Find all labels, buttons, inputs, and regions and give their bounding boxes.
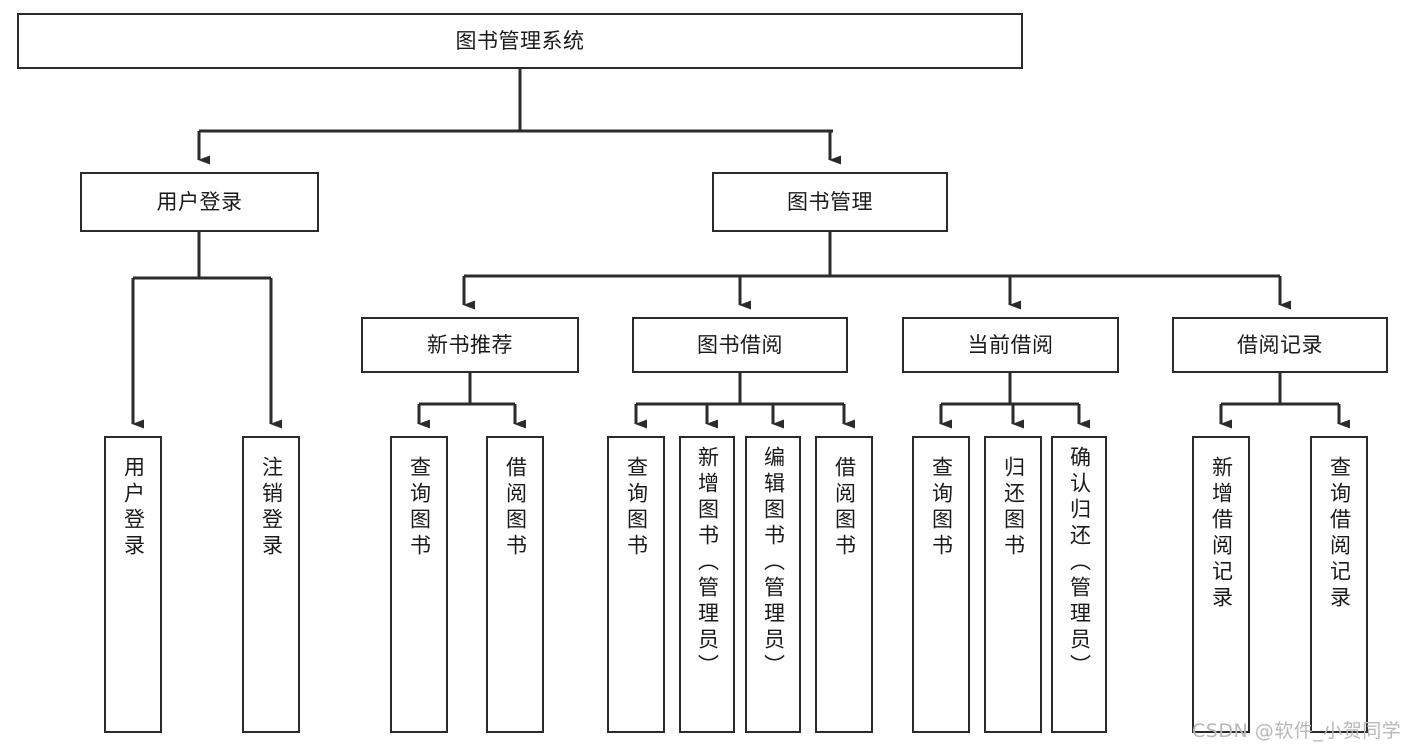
node-leaf-add-record[interactable]: 新增借阅记录 <box>1192 436 1250 733</box>
node-book-borrow[interactable]: 图书借阅 <box>632 317 848 373</box>
node-leaf-edit-book-label: 编辑图书（管理员） <box>761 446 786 680</box>
node-leaf-query-record[interactable]: 查询借阅记录 <box>1310 436 1368 733</box>
node-borrow-record[interactable]: 借阅记录 <box>1172 317 1388 373</box>
node-root[interactable]: 图书管理系统 <box>17 13 1023 69</box>
node-leaf-add-book-label: 新增图书（管理员） <box>695 446 720 680</box>
node-root-label: 图书管理系统 <box>455 28 585 53</box>
node-leaf-confirm-return-label: 确认归还（管理员） <box>1067 446 1092 680</box>
node-leaf-confirm-return[interactable]: 确认归还（管理员） <box>1051 436 1107 733</box>
node-new-book-rec-label: 新书推荐 <box>427 332 513 357</box>
node-current-borrow-label: 当前借阅 <box>967 332 1054 357</box>
node-leaf-add-book[interactable]: 新增图书（管理员） <box>679 436 735 733</box>
node-book-manage-label: 图书管理 <box>787 189 873 214</box>
node-leaf-borrow-book-1[interactable]: 借阅图书 <box>486 436 544 733</box>
node-leaf-query-book-3-label: 查询图书 <box>929 456 954 560</box>
node-leaf-query-book-2-label: 查询图书 <box>624 456 649 560</box>
node-leaf-query-book-1[interactable]: 查询图书 <box>390 436 448 733</box>
node-new-book-rec[interactable]: 新书推荐 <box>361 317 579 373</box>
node-leaf-return-book[interactable]: 归还图书 <box>984 436 1042 733</box>
node-user-login[interactable]: 用户登录 <box>80 172 319 232</box>
node-current-borrow[interactable]: 当前借阅 <box>902 317 1119 373</box>
node-book-manage[interactable]: 图书管理 <box>712 172 948 232</box>
node-leaf-borrow-book-2-label: 借阅图书 <box>832 456 857 560</box>
node-leaf-user-login[interactable]: 用户登录 <box>104 436 162 733</box>
node-leaf-borrow-book-1-label: 借阅图书 <box>503 456 528 560</box>
node-leaf-add-record-label: 新增借阅记录 <box>1209 456 1234 612</box>
node-leaf-query-record-label: 查询借阅记录 <box>1327 456 1352 612</box>
node-leaf-query-book-1-label: 查询图书 <box>407 456 432 560</box>
node-leaf-return-book-label: 归还图书 <box>1001 456 1026 560</box>
node-borrow-record-label: 借阅记录 <box>1237 332 1323 357</box>
node-book-borrow-label: 图书借阅 <box>697 332 783 357</box>
node-leaf-query-book-3[interactable]: 查询图书 <box>912 436 970 733</box>
node-leaf-query-book-2[interactable]: 查询图书 <box>607 436 665 733</box>
node-leaf-user-login-label: 用户登录 <box>121 456 146 560</box>
node-leaf-user-logout[interactable]: 注销登录 <box>242 436 300 733</box>
node-leaf-borrow-book-2[interactable]: 借阅图书 <box>815 436 873 733</box>
node-leaf-user-logout-label: 注销登录 <box>259 456 284 560</box>
node-leaf-edit-book[interactable]: 编辑图书（管理员） <box>745 436 801 733</box>
node-user-login-label: 用户登录 <box>156 189 243 214</box>
csdn-watermark: CSDN @软件_小贺同学 <box>1192 720 1402 742</box>
